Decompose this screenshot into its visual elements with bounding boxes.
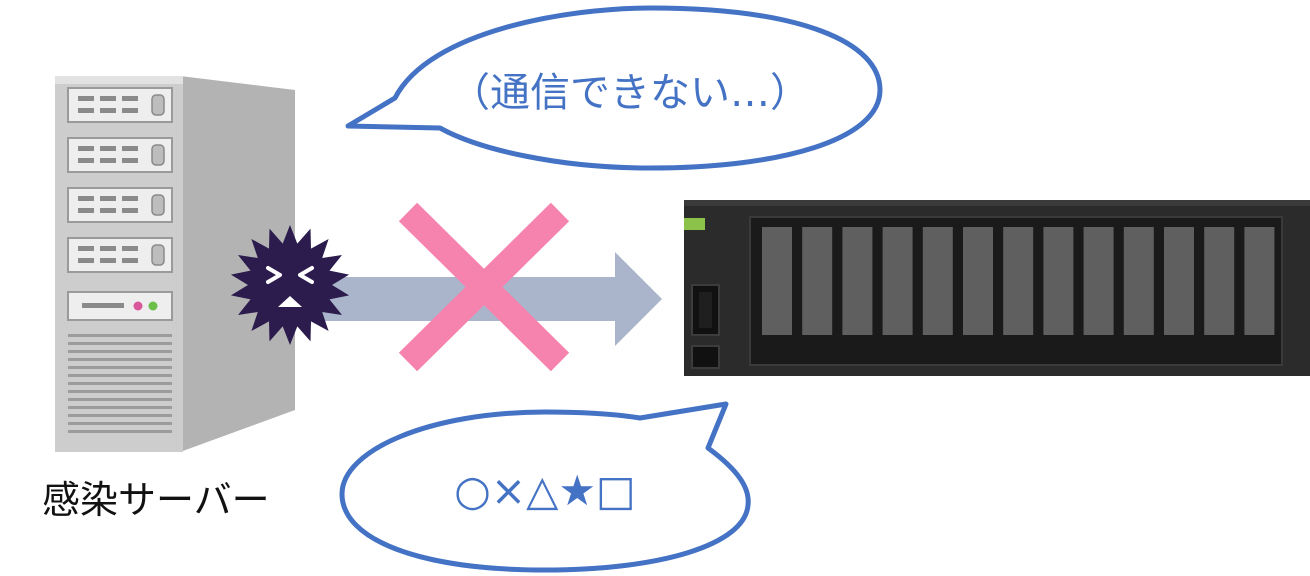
status-led-pink: [133, 301, 143, 311]
virus-eye-right: [298, 266, 314, 284]
tower-side-panel: [180, 76, 295, 452]
virus-mouth: [278, 296, 302, 307]
rack-drive-bay: [1123, 227, 1154, 335]
rack-drive-bay: [762, 227, 792, 335]
tower-drive-bay: [67, 237, 173, 273]
tower-drive-bay: [67, 137, 173, 173]
infected-server-label: 感染サーバー: [42, 478, 270, 522]
rack-port-inner: [699, 292, 712, 328]
rack-drive-bay: [922, 227, 953, 335]
rack-drive-bay: [842, 227, 873, 335]
rack-drive-bay: [882, 227, 913, 335]
rack-drive-bay: [1204, 227, 1235, 335]
rack-button: [691, 345, 720, 369]
speech-bubble-bottom: [339, 401, 751, 573]
rack-drive-bay: [963, 227, 993, 335]
tower-status-panel: [67, 291, 173, 321]
speech-bubble-top-text: （通信できない…）: [450, 70, 810, 116]
virus-eye-left: [266, 266, 282, 284]
rack-server-icon: [684, 200, 1310, 376]
rack-drive-bay: [1244, 227, 1275, 335]
rack-drive-bay: [1003, 227, 1034, 335]
rack-drive-bay: [1043, 227, 1074, 335]
tower-server-icon: [55, 76, 295, 452]
rack-top-edge: [684, 200, 1310, 206]
rack-drive-bay: [1164, 227, 1194, 335]
rack-drive-bay: [1083, 227, 1114, 335]
tower-vents: [68, 334, 172, 433]
rack-power-led: [684, 218, 705, 230]
cross-icon: [398, 202, 570, 372]
virus-icon: [230, 225, 350, 345]
tower-top-edge: [55, 76, 183, 84]
speech-bubble-top: [345, 5, 883, 171]
status-led-green: [148, 301, 158, 311]
tower-drive-bay: [67, 187, 173, 223]
rack-drive-bay: [802, 227, 833, 335]
tower-drive-bay: [67, 87, 173, 123]
speech-bubble-bottom-text: ○×△★□: [454, 466, 636, 515]
rack-drive-bays: [762, 227, 1275, 335]
